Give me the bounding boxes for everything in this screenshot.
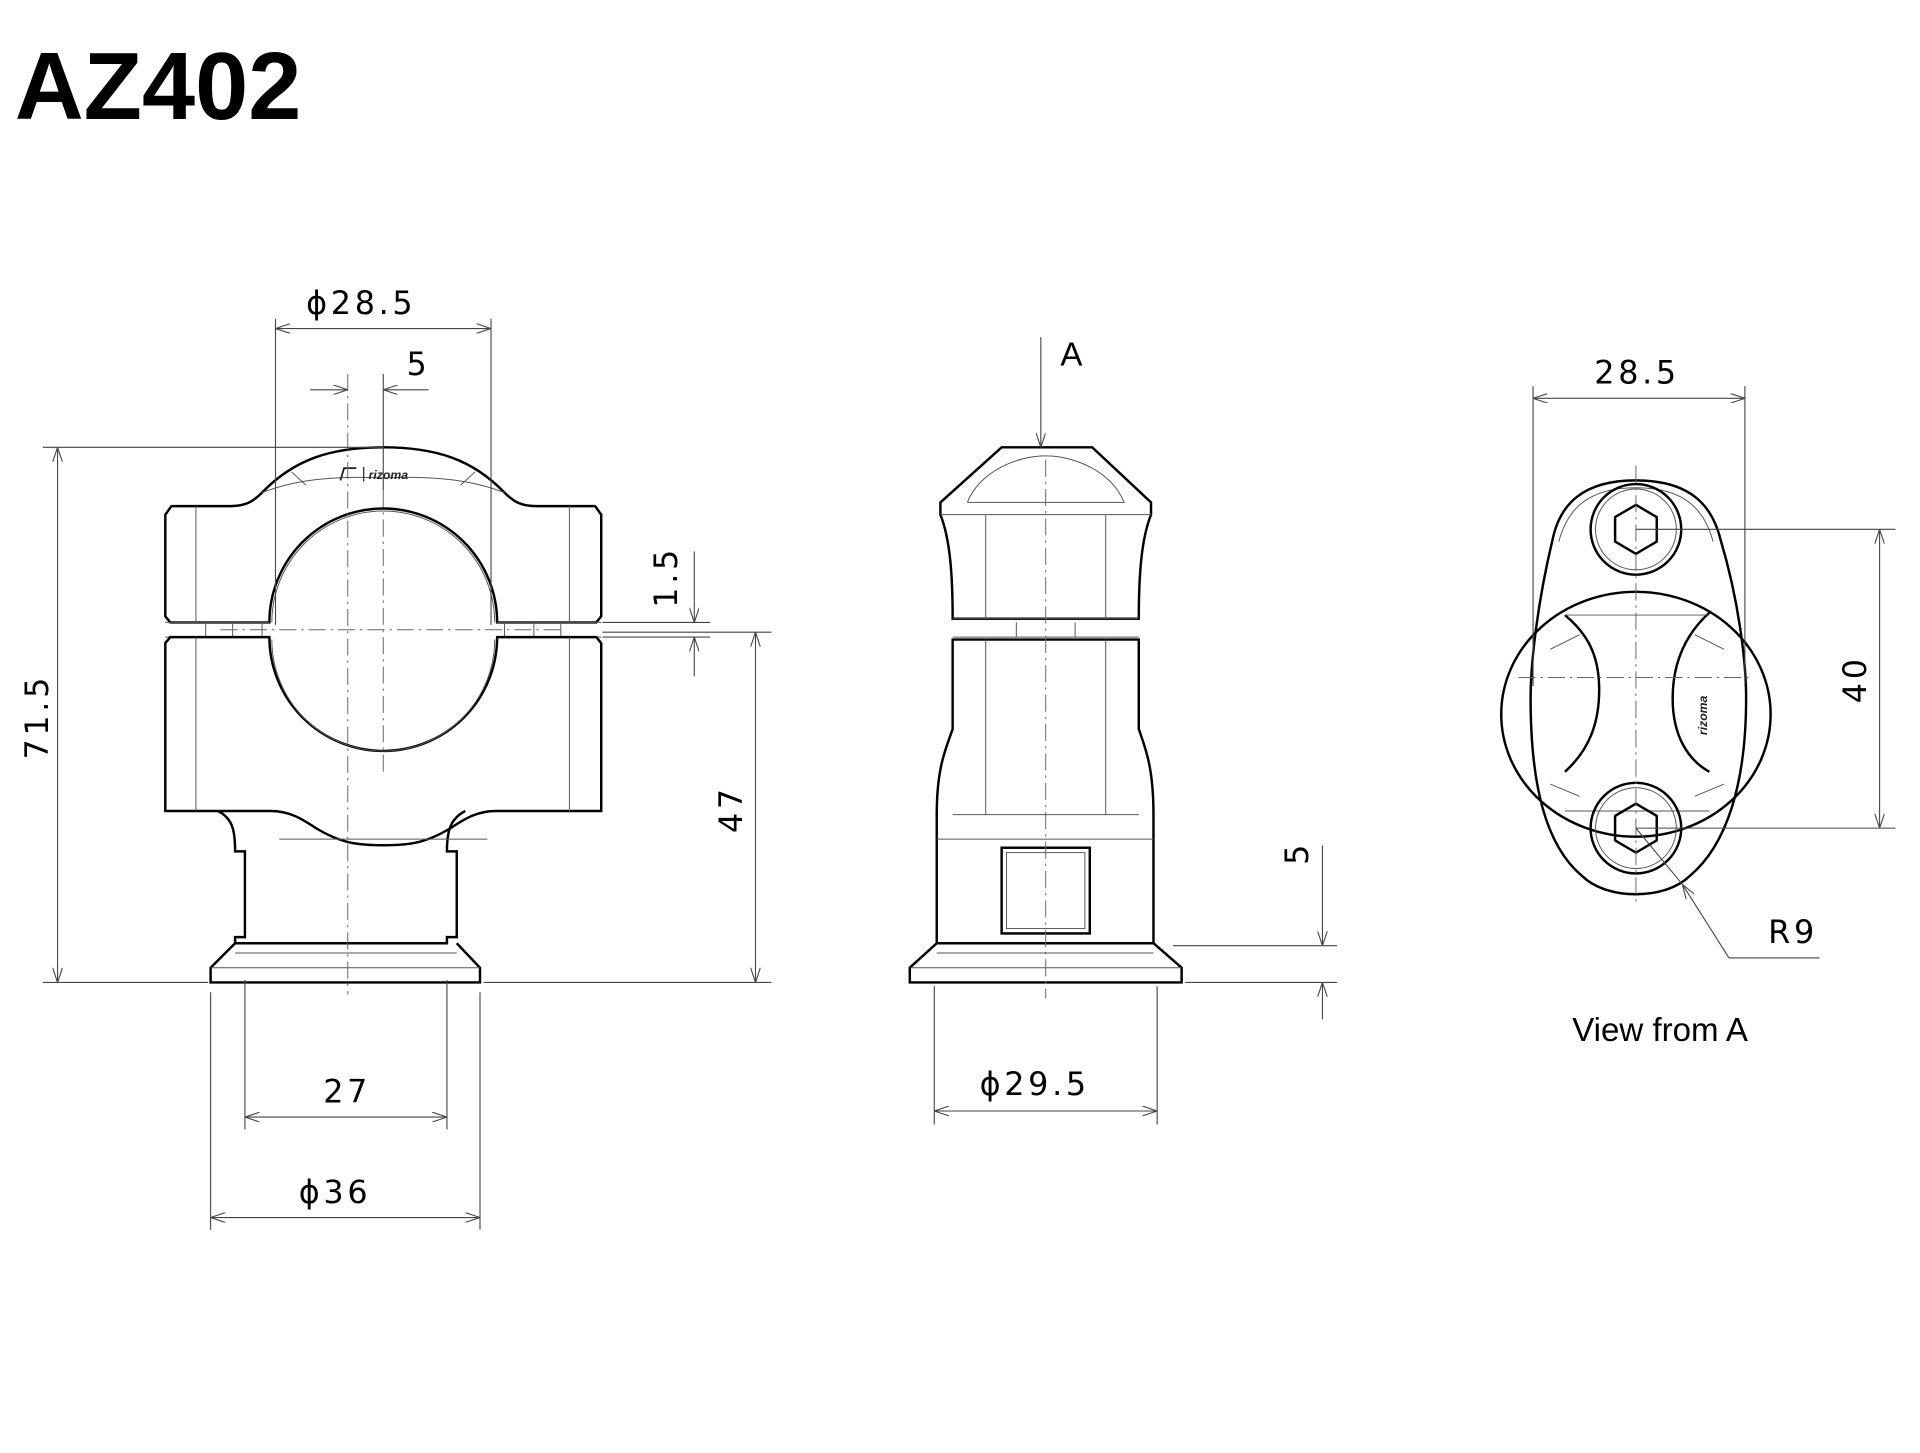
- dim-clamp-diameter: ϕ28.5: [306, 284, 416, 322]
- dim-flange: 5: [1278, 841, 1316, 865]
- dim-stem-width: 27: [323, 1072, 371, 1110]
- svg-text:rizoma: rizoma: [369, 468, 409, 482]
- rizoma-logo: rizoma: [339, 466, 409, 482]
- dim-side-diameter: ϕ29.5: [980, 1065, 1090, 1103]
- dim-gap: 1.5: [647, 546, 685, 608]
- front-view: rizoma ϕ28.5 5 71.5 47 1.5 27 ϕ36: [18, 284, 772, 1230]
- clamp-top-outline: [1529, 479, 1748, 896]
- drawing-title: AZ402: [15, 34, 302, 140]
- cutouts: [1564, 611, 1711, 773]
- dim-total-height: 71.5: [18, 674, 56, 760]
- wrench-flat: [1000, 846, 1092, 935]
- top-view: rizoma 28.5 40 R9 View from A: [1500, 354, 1896, 1049]
- stem-outline: [217, 809, 466, 945]
- dim-bolt-spacing: 40: [1836, 655, 1874, 703]
- view-arrow-label: A: [1060, 336, 1082, 373]
- dim-lower-height: 47: [712, 785, 750, 833]
- upper-clamp-outline: [164, 446, 603, 624]
- dim-base-diameter: ϕ36: [299, 1173, 372, 1211]
- view-caption: View from A: [1572, 1012, 1748, 1049]
- base-flange-outline: [209, 942, 482, 984]
- side-body-outline: [935, 638, 1155, 945]
- dim-top-width: 28.5: [1594, 354, 1680, 392]
- dim-radius: R9: [1768, 913, 1818, 951]
- svg-text:rizoma: rizoma: [1696, 695, 1710, 735]
- side-view: A 5 ϕ29.5: [908, 336, 1338, 1125]
- dim-offset: 5: [407, 345, 431, 383]
- rizoma-logo-top: rizoma: [1696, 695, 1710, 735]
